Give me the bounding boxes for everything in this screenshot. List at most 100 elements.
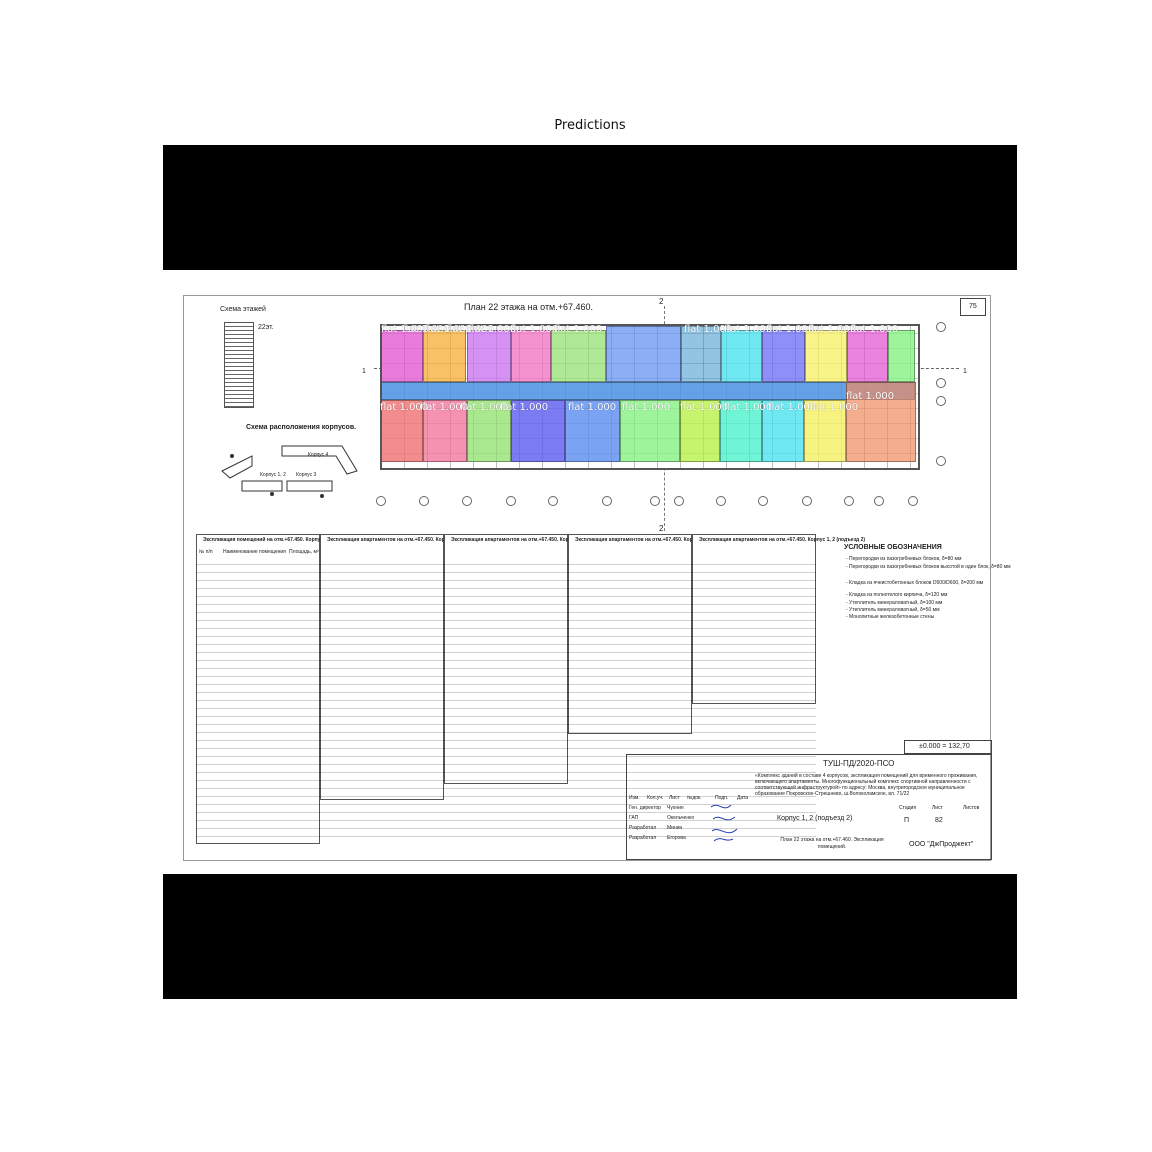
stamp-sheet-title: План 22 этажа на отм.+67.460. Экспликаци… bbox=[780, 837, 884, 850]
rooms-table-3: Экспликация апартаментов на отм.+67.450.… bbox=[444, 534, 617, 784]
stamp-person-name: Окельченко bbox=[667, 815, 695, 821]
flat-mask bbox=[805, 330, 847, 382]
stamp-roles: Дата bbox=[737, 795, 749, 801]
flat-label: flat 1.000 bbox=[846, 391, 895, 402]
corps-label-a: Корпус 1, 2 bbox=[260, 472, 286, 478]
axis-bubble bbox=[874, 496, 884, 506]
flat-label: flat 1.000 bbox=[808, 324, 857, 335]
flat-mask bbox=[467, 330, 511, 382]
flat-mask bbox=[720, 400, 762, 462]
signature bbox=[710, 804, 738, 842]
axis-bubble bbox=[936, 378, 946, 388]
stair-core-mask bbox=[681, 326, 721, 382]
axis-bubble bbox=[716, 496, 726, 506]
axis-bubble bbox=[758, 496, 768, 506]
rooms-table-2: Экспликация апартаментов на отм.+67.450.… bbox=[320, 534, 493, 800]
stamp-person-name: Минин bbox=[667, 825, 683, 831]
rooms-table-5: Экспликация апартаментов на отм.+67.450.… bbox=[692, 534, 865, 704]
table-col-name: Наименование помещения bbox=[223, 549, 286, 555]
floors-scheme-title: Схема этажей bbox=[220, 306, 266, 313]
stamp-stage-header: Стадия bbox=[899, 805, 917, 811]
stamp-roles: Изм. bbox=[629, 795, 640, 801]
building-scheme-diagram bbox=[221, 445, 358, 498]
flat-label: flat 1.000 bbox=[510, 324, 559, 335]
flat-mask bbox=[620, 400, 680, 462]
stamp-sheet: 82 bbox=[935, 817, 943, 824]
elevation-box: ±0.000 = 132,70 bbox=[904, 740, 992, 754]
stamp-person-role: ГАП bbox=[629, 815, 639, 821]
corridor-mask bbox=[381, 382, 915, 400]
axis-bubble bbox=[462, 496, 472, 506]
floors-scheme-diagram bbox=[224, 322, 254, 408]
flat-mask bbox=[680, 400, 720, 462]
axis-bubble bbox=[376, 496, 386, 506]
axis-bubble bbox=[908, 496, 918, 506]
axis-bubble bbox=[602, 496, 612, 506]
building-scheme-title: Схема расположения корпусов. bbox=[246, 424, 357, 431]
axis-bubble bbox=[506, 496, 516, 506]
flat-label: flat 1.000 bbox=[500, 402, 549, 413]
axis-bubble bbox=[674, 496, 684, 506]
flat-label: flat 1.000 bbox=[380, 402, 429, 413]
stamp-person-role: Ген. директор bbox=[629, 805, 662, 811]
stamp-stage: П bbox=[904, 817, 910, 824]
flat-label: flat 1.000 bbox=[381, 324, 430, 335]
elevation-text: ±0.000 = 132,70 bbox=[919, 743, 970, 750]
flat-label: flat 1.000 bbox=[724, 324, 773, 335]
corps-label-c: Корпус 4 bbox=[308, 452, 329, 458]
flat-label: flat 1.000 bbox=[554, 324, 603, 335]
axis-bubble bbox=[419, 496, 429, 506]
legend-item: - Перегородки из пазогребневых блоков, δ… bbox=[846, 556, 962, 562]
title-block: ТУШ-ПД/2020-ПСО «Комплекс зданий в соста… bbox=[626, 754, 992, 860]
table-col-number: № п/п bbox=[199, 549, 213, 555]
flat-label: flat 1.000 bbox=[768, 402, 817, 413]
rooms-table-4: Экспликация апартаментов на отм.+67.450.… bbox=[568, 534, 741, 734]
stamp-company: ООО "ДжПроджект" bbox=[909, 841, 974, 848]
stamp-project: «Комплекс зданий в составе 4 корпусов, э… bbox=[755, 773, 978, 797]
section-mark-bottom: 2 bbox=[659, 524, 664, 533]
flat-mask bbox=[423, 330, 466, 382]
flat-label: flat 1.000 bbox=[460, 402, 509, 413]
drawing-frame: 75 План 22 этажа на отм.+67.460. 2 2 Схе… bbox=[183, 295, 1011, 861]
stamp-person-name: Егорова bbox=[667, 835, 686, 841]
flat-label: flat 1.000 bbox=[680, 402, 729, 413]
axis-bubble bbox=[548, 496, 558, 506]
flat-mask bbox=[762, 400, 804, 462]
flat-label: flat 1.000 bbox=[850, 324, 899, 335]
sheet-number: 75 bbox=[969, 303, 977, 310]
stamp-sheet-header: Лист bbox=[932, 805, 943, 811]
flat-mask bbox=[551, 330, 606, 382]
flat-mask bbox=[606, 326, 681, 382]
axis-bubble bbox=[844, 496, 854, 506]
flat-label: flat 1.000 bbox=[622, 402, 671, 413]
section-mark-top: 2 bbox=[659, 297, 664, 306]
flat-mask bbox=[381, 330, 423, 382]
stamp-roles: №док. bbox=[687, 795, 702, 801]
sheet-number-box: 75 bbox=[960, 298, 986, 316]
flat-label: flat 1.000 bbox=[766, 324, 815, 335]
flat-label: flat 1.000 bbox=[468, 324, 517, 335]
legend-title: УСЛОВНЫЕ ОБОЗНАЧЕНИЯ bbox=[844, 544, 942, 551]
flat-label: flat 1.000 bbox=[568, 402, 617, 413]
stamp-roles: Подп. bbox=[715, 795, 729, 801]
stamp-object: Корпус 1, 2 (подъезд 2) bbox=[777, 815, 853, 822]
table-header: Экспликация апартаментов на отм.+67.450.… bbox=[327, 537, 494, 543]
flat-label: flat 1.000 bbox=[684, 324, 733, 335]
flat-mask bbox=[888, 330, 915, 382]
flat-mask bbox=[511, 400, 565, 462]
flat-label: flat 1.000 bbox=[420, 402, 469, 413]
table-header: Экспликация апартаментов на отм.+67.450.… bbox=[451, 537, 618, 543]
axis-bubble bbox=[936, 396, 946, 406]
axis-bubble bbox=[936, 322, 946, 332]
legend-item: - Утеплитель минераловатный, δ=100 мм bbox=[846, 600, 943, 606]
flat-mask bbox=[721, 330, 762, 382]
flat-label: flat 1.000 bbox=[810, 402, 859, 413]
flat-mask bbox=[804, 400, 846, 462]
stamp-person-role: Разработал bbox=[629, 825, 657, 831]
flat-mask bbox=[511, 330, 551, 382]
stamp-roles: Кол.уч. bbox=[647, 795, 664, 801]
flat-label: flat 1.000 bbox=[724, 402, 773, 413]
stamp-code: ТУШ-ПД/2020-ПСО bbox=[823, 759, 895, 768]
stamp-person-role: Разработал bbox=[629, 835, 657, 841]
rooms-table-1: Экспликация помещений на отм.+67.450. Ко… bbox=[196, 534, 363, 844]
